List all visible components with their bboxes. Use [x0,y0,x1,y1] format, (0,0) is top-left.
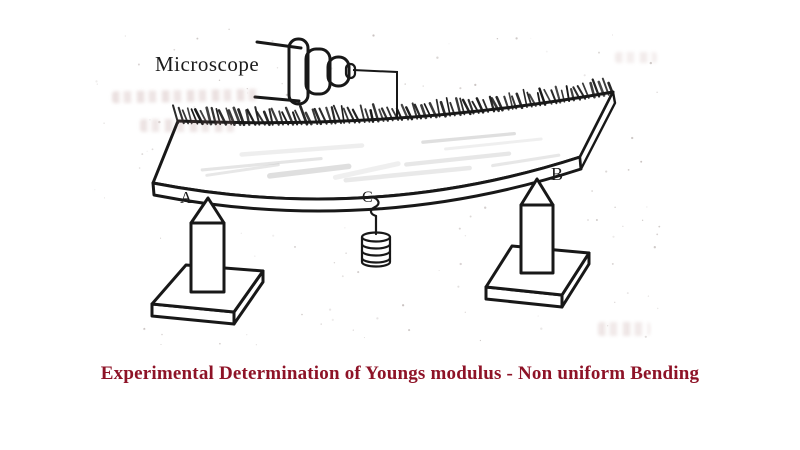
knife-edge-left [150,196,265,326]
microscope-eyepiece [326,55,351,88]
knife-edge-right [484,177,591,309]
beam-end-face [578,90,617,171]
pillar-right [519,203,555,275]
microscope-tube [304,47,332,96]
figure-caption: Experimental Determination of Youngs mod… [100,363,700,384]
weight-hanger [360,195,392,268]
weight-ring-1 [360,235,392,243]
support-a-label: A [180,188,193,207]
load-point-c-label: C [362,189,373,206]
scan-bleed-artifact [598,322,650,336]
microscope-barrel-top [255,40,303,50]
beam-pencil-shading [200,131,561,183]
hook [369,195,380,218]
knife-point-left [189,196,226,225]
hatch-marks [171,77,615,127]
pillar-left [189,221,226,294]
microscope-label: Microscope [155,52,260,76]
microscope-flange [287,37,310,106]
weight-ring-3 [360,249,392,257]
knife-point-right [519,177,555,207]
weight-ring-2 [360,242,392,250]
scan-bleed-artifact [615,52,657,63]
weight-ring-4 [360,256,392,264]
scan-bleed-artifact [140,119,235,132]
microscope-drawing [253,37,357,106]
slotted-weights-outline [360,231,392,268]
support-b-label: B [551,164,564,184]
